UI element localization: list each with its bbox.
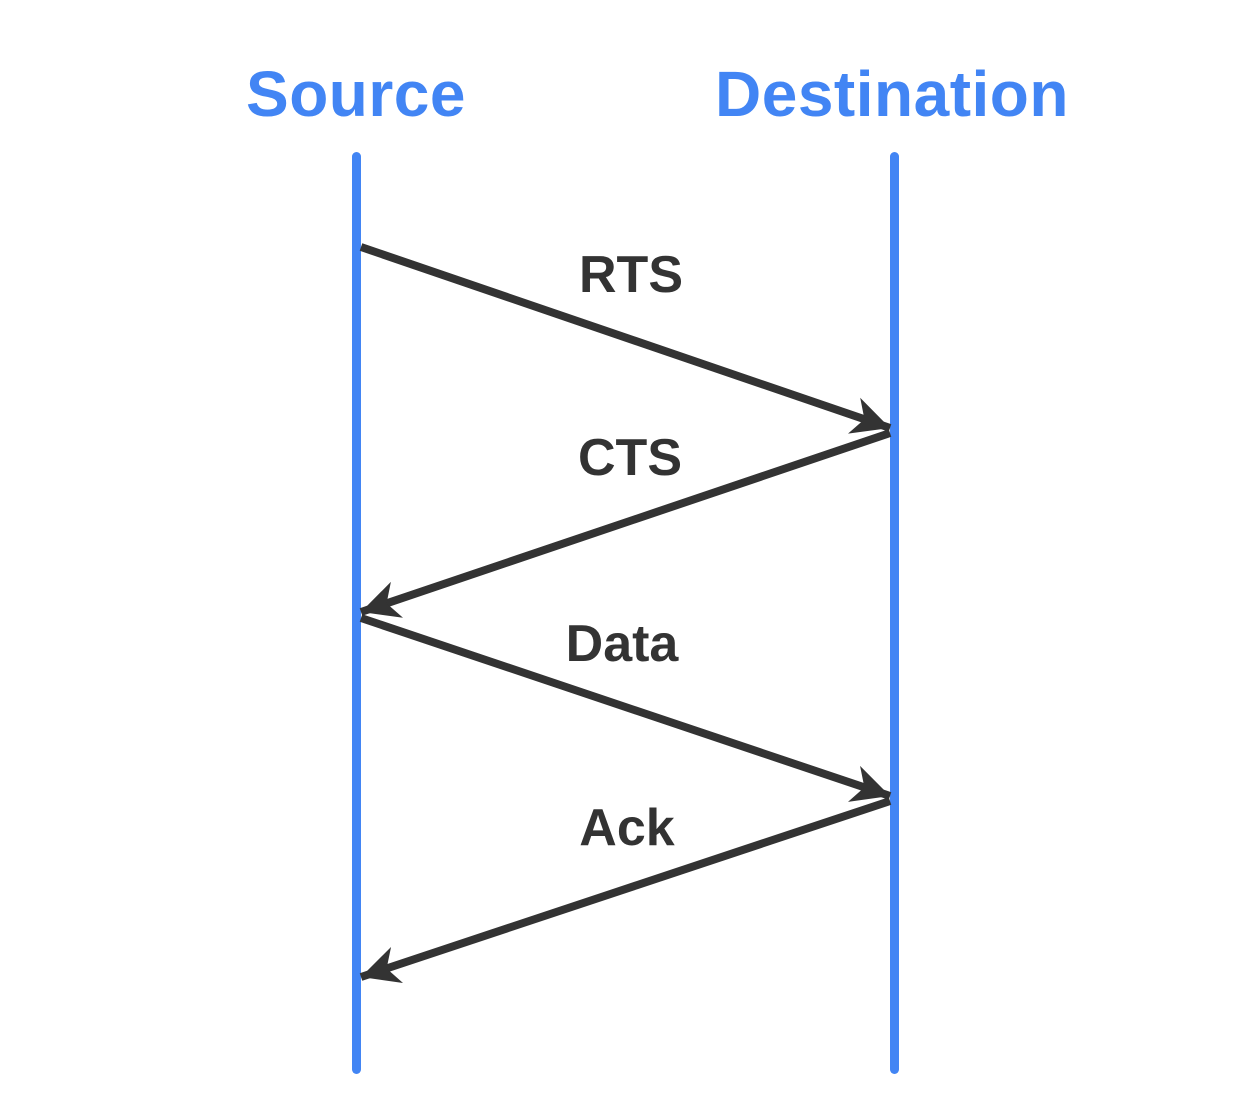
message-label-data: Data — [565, 615, 679, 673]
message-arrow-ack — [359, 797, 892, 984]
message-arrow-data — [359, 614, 892, 802]
source-lifeline — [352, 152, 361, 1074]
actor-label-source: Source — [246, 58, 466, 130]
message-label-cts: CTS — [578, 429, 682, 487]
actor-label-destination: Destination — [715, 58, 1069, 130]
destination-lifeline — [890, 152, 899, 1074]
message-label-ack: Ack — [579, 799, 675, 857]
message-label-rts: RTS — [579, 246, 683, 304]
message-arrow-cts — [359, 429, 892, 618]
message-arrow-rts — [359, 243, 892, 434]
